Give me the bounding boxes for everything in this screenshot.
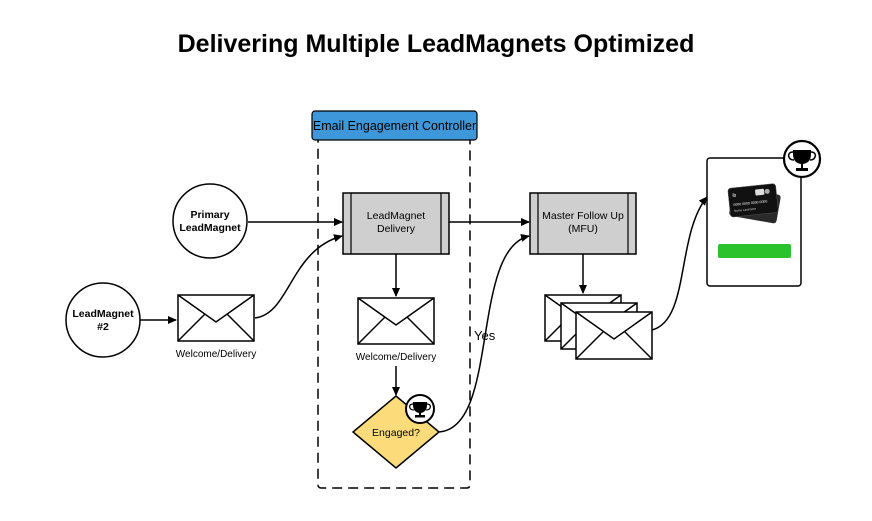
diagram-title: Delivering Multiple LeadMagnets Optimize… — [177, 30, 695, 58]
success-bar — [718, 244, 791, 258]
conversion-panel: ib 0000 0000 0000 0000 Name Lastname — [706, 157, 802, 287]
leadmagnet-delivery-node: LeadMagnet Delivery — [342, 192, 450, 255]
controller-header — [311, 110, 478, 141]
credit-card-icon: ib 0000 0000 0000 0000 Name Lastname — [727, 183, 781, 224]
edge-engaged-yes-to-mfu — [437, 233, 530, 433]
primary-leadmagnet-line2: LeadMagnet — [179, 222, 241, 234]
primary-leadmagnet-node: Primary LeadMagnet — [172, 183, 248, 259]
left-email-caption: Welcome/Delivery — [176, 349, 256, 360]
leadmagnet-2-line1: LeadMagnet — [72, 308, 134, 320]
mfu-line1: Master Follow Up — [542, 210, 624, 222]
card-name: Name Lastname — [734, 207, 757, 213]
engagement-controller-container: Email Engagement Controller — [311, 110, 478, 489]
card-brand: ib — [732, 193, 737, 199]
trophy-icon — [405, 394, 435, 424]
connectors — [140, 196, 708, 433]
envelope-stack — [544, 294, 653, 360]
edge-email-to-delivery — [254, 234, 343, 319]
trophy-icon — [782, 139, 822, 179]
engaged-label: Engaged? — [372, 427, 420, 439]
delivery-line2: Delivery — [377, 223, 416, 235]
leadmagnet-2-node: LeadMagnet #2 — [65, 282, 141, 358]
leadmagnet-2-line2: #2 — [97, 321, 109, 333]
envelope-icon — [357, 297, 435, 345]
yes-label: Yes — [474, 328, 496, 343]
primary-leadmagnet-line1: Primary — [190, 209, 229, 221]
master-follow-up-node: Master Follow Up (MFU) — [529, 192, 637, 255]
controller-label: Email Engagement Controller — [313, 119, 476, 133]
center-email-caption: Welcome/Delivery — [356, 352, 436, 363]
envelope-icon — [575, 311, 653, 360]
edge-emails-to-card — [651, 196, 708, 331]
envelope-icon — [177, 294, 255, 342]
mfu-line2: (MFU) — [568, 223, 598, 235]
delivery-line1: LeadMagnet — [367, 210, 425, 222]
card-number: 0000 0000 0000 0000 — [733, 199, 767, 207]
